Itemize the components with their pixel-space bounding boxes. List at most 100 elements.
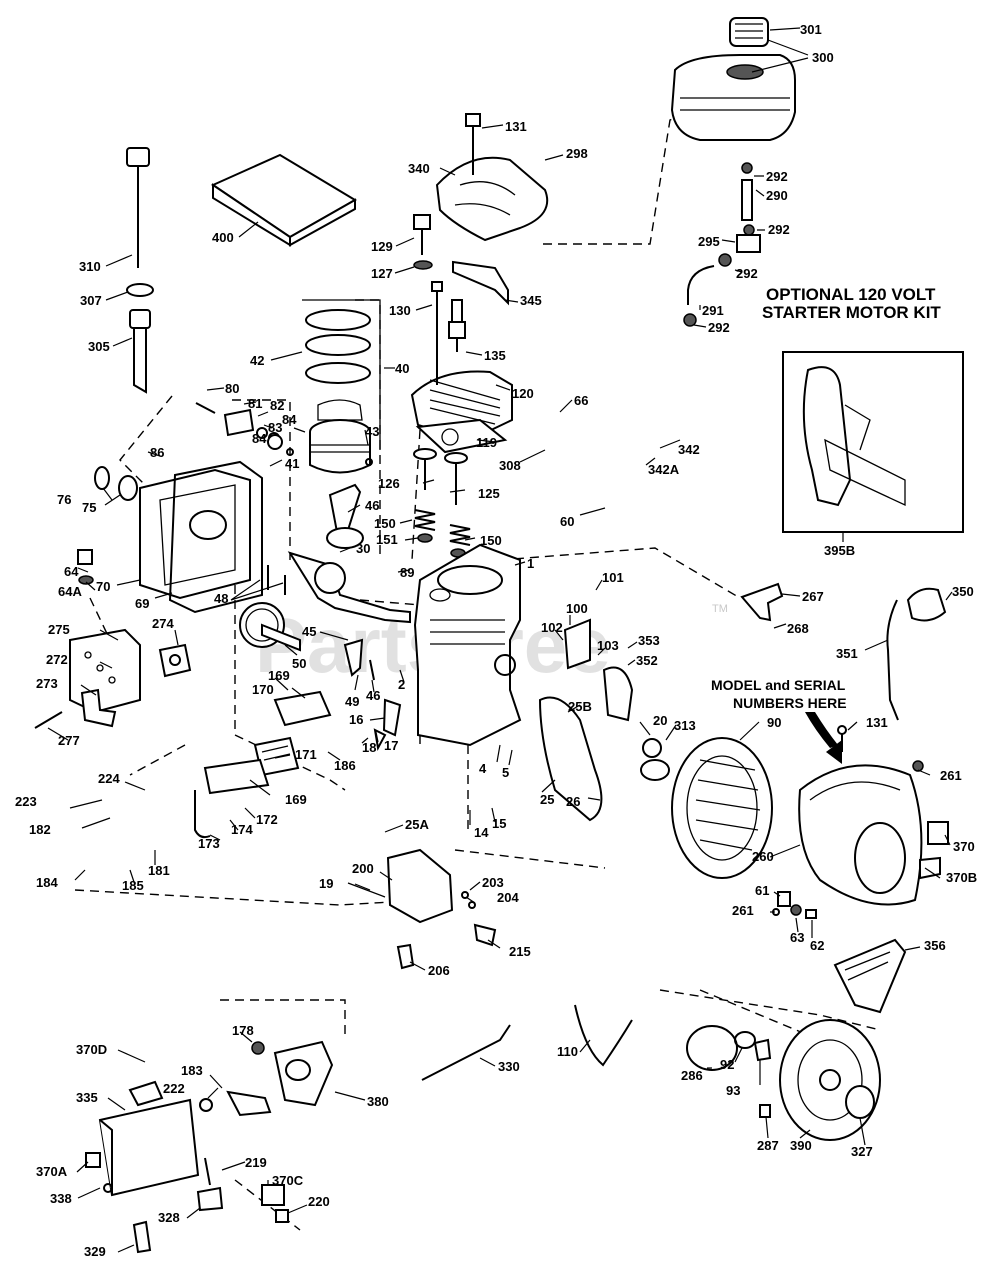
crankshaft[interactable] bbox=[287, 551, 411, 624]
part-label[interactable]: 292 bbox=[708, 320, 730, 335]
part-label[interactable]: 185 bbox=[122, 878, 144, 893]
bracket-267[interactable] bbox=[740, 582, 784, 622]
fuel-line-parts[interactable] bbox=[683, 162, 761, 327]
governor-parts[interactable] bbox=[195, 402, 283, 450]
housing-labels[interactable] bbox=[919, 821, 949, 880]
blower-housing[interactable] bbox=[798, 764, 923, 906]
part-label[interactable]: 61 bbox=[755, 883, 769, 898]
part-label[interactable]: 14 bbox=[474, 825, 489, 840]
rewind-starter[interactable] bbox=[779, 1019, 881, 1141]
part-label[interactable]: 184 bbox=[36, 875, 58, 890]
part-label[interactable]: 292 bbox=[736, 266, 758, 281]
part-label[interactable]: 220 bbox=[308, 1194, 330, 1209]
part-label[interactable]: 301 bbox=[800, 22, 822, 37]
part-label[interactable]: 60 bbox=[560, 514, 574, 529]
part-label[interactable]: 352 bbox=[636, 653, 658, 668]
part-label[interactable]: 370B bbox=[946, 870, 977, 885]
air-filter-element[interactable] bbox=[210, 153, 357, 247]
part-label[interactable]: 261 bbox=[940, 768, 962, 783]
muffler[interactable] bbox=[69, 628, 141, 714]
head-gasket[interactable] bbox=[415, 418, 508, 454]
flywheel[interactable] bbox=[640, 737, 773, 879]
part-label[interactable]: 120 bbox=[512, 386, 534, 401]
part-label[interactable]: 169 bbox=[268, 668, 290, 683]
part-label[interactable]: 1 bbox=[527, 556, 534, 571]
fuel-bowl-clip[interactable] bbox=[396, 943, 415, 970]
piston[interactable] bbox=[309, 419, 371, 474]
part-label[interactable]: 171 bbox=[295, 747, 317, 762]
part-label[interactable]: 150 bbox=[480, 533, 502, 548]
part-label[interactable]: 380 bbox=[367, 1094, 389, 1109]
part-label[interactable]: 17 bbox=[384, 738, 398, 753]
part-label[interactable]: 291 bbox=[702, 303, 724, 318]
part-label[interactable]: 19 bbox=[319, 876, 333, 891]
part-label[interactable]: 223 bbox=[15, 794, 37, 809]
part-label[interactable]: 172 bbox=[256, 812, 278, 827]
part-label[interactable]: 390 bbox=[790, 1138, 812, 1153]
crankcase-cover[interactable] bbox=[139, 468, 251, 600]
bolt-287[interactable] bbox=[759, 1104, 771, 1118]
head-bolts[interactable] bbox=[413, 214, 443, 385]
part-label[interactable]: 295 bbox=[698, 234, 720, 249]
part-label[interactable]: 66 bbox=[574, 393, 588, 408]
part-label[interactable]: 135 bbox=[484, 348, 506, 363]
part-label[interactable]: 274 bbox=[152, 616, 174, 631]
part-label[interactable]: 5 bbox=[502, 765, 509, 780]
piston-ring-set[interactable] bbox=[302, 299, 381, 450]
part-label[interactable]: 287 bbox=[757, 1138, 779, 1153]
part-label[interactable]: 25B bbox=[568, 699, 592, 714]
part-label[interactable]: 222 bbox=[163, 1081, 185, 1096]
part-label[interactable]: 86 bbox=[150, 445, 164, 460]
part-label[interactable]: 30 bbox=[356, 541, 370, 556]
screen-327[interactable] bbox=[845, 1085, 875, 1119]
part-label[interactable]: 340 bbox=[408, 161, 430, 176]
part-label[interactable]: 307 bbox=[80, 293, 102, 308]
part-label[interactable]: 70 bbox=[96, 579, 110, 594]
part-label[interactable]: 272 bbox=[46, 652, 68, 667]
part-label[interactable]: 395B bbox=[824, 543, 855, 558]
part-label[interactable]: 275 bbox=[48, 622, 70, 637]
part-label[interactable]: 277 bbox=[58, 733, 80, 748]
starter-button[interactable] bbox=[906, 587, 947, 622]
bracket-345[interactable] bbox=[452, 260, 509, 306]
part-label[interactable]: 64A bbox=[58, 584, 82, 599]
part-label[interactable]: 84 bbox=[282, 412, 297, 427]
part-label[interactable]: 345 bbox=[520, 293, 542, 308]
part-label[interactable]: 330 bbox=[498, 1059, 520, 1074]
part-label[interactable]: 16 bbox=[349, 712, 363, 727]
part-label[interactable]: 350 bbox=[952, 584, 974, 599]
part-label[interactable]: 328 bbox=[158, 1210, 180, 1225]
part-label[interactable]: 351 bbox=[836, 646, 858, 661]
tappets[interactable] bbox=[267, 565, 286, 595]
cover-gasket[interactable] bbox=[168, 460, 263, 614]
part-label[interactable]: 186 bbox=[334, 758, 356, 773]
part-label[interactable]: 76 bbox=[57, 492, 71, 507]
part-label[interactable]: 46 bbox=[366, 688, 380, 703]
part-label[interactable]: 224 bbox=[98, 771, 120, 786]
part-label[interactable]: 181 bbox=[148, 863, 170, 878]
control-box[interactable] bbox=[85, 1080, 200, 1197]
part-label[interactable]: 25A bbox=[405, 817, 429, 832]
part-label[interactable]: 313 bbox=[674, 718, 696, 733]
part-label[interactable]: 69 bbox=[135, 596, 149, 611]
part-label[interactable]: 110 bbox=[557, 1044, 578, 1059]
part-label[interactable]: 131 bbox=[505, 119, 527, 134]
part-label[interactable]: 292 bbox=[768, 222, 790, 237]
part-label[interactable]: 92 bbox=[720, 1057, 734, 1072]
part-label[interactable]: 49 bbox=[345, 694, 359, 709]
part-label[interactable]: 93 bbox=[726, 1083, 740, 1098]
part-label[interactable]: 286 bbox=[681, 1068, 703, 1083]
carburetor[interactable] bbox=[251, 1040, 334, 1107]
carb-linkage[interactable] bbox=[199, 1090, 272, 1117]
part-label[interactable]: 182 bbox=[29, 822, 51, 837]
throttle-cable-330[interactable] bbox=[421, 1024, 511, 1081]
part-label[interactable]: 130 bbox=[389, 303, 411, 318]
part-label[interactable]: 327 bbox=[851, 1144, 873, 1159]
part-label[interactable]: 42 bbox=[250, 353, 264, 368]
part-label[interactable]: 203 bbox=[482, 875, 504, 890]
part-label[interactable]: 15 bbox=[492, 816, 506, 831]
part-label[interactable]: 353 bbox=[638, 633, 660, 648]
part-label[interactable]: 82 bbox=[270, 398, 284, 413]
part-label[interactable]: 169 bbox=[285, 792, 307, 807]
part-label[interactable]: 81 bbox=[248, 396, 262, 411]
